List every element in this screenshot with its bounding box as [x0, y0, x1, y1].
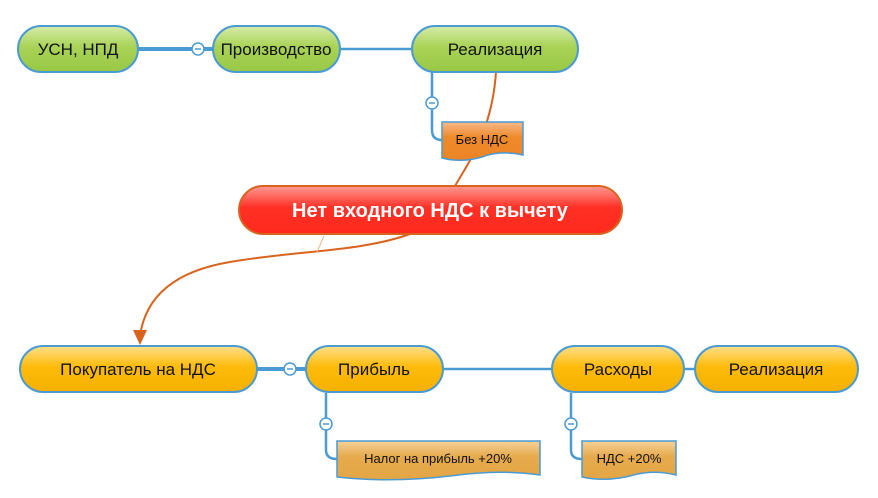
topic-label: Прибыль — [338, 360, 410, 379]
note-vat-20[interactable]: НДС +20% — [581, 440, 677, 480]
topic-profit[interactable]: Прибыль — [305, 345, 444, 393]
topic-label: Расходы — [584, 360, 652, 379]
topic-label: Реализация — [729, 360, 824, 379]
topic-costs[interactable]: Расходы — [551, 345, 685, 393]
central-label: Нет входного НДС к вычету — [292, 200, 569, 222]
note-profit-tax[interactable]: Налог на прибыль +20% — [336, 440, 541, 481]
collapse-button[interactable] — [564, 417, 578, 431]
note-label: Без НДС — [456, 132, 509, 147]
collapse-button[interactable] — [425, 96, 439, 110]
topic-sales-top[interactable]: Реализация — [411, 25, 579, 73]
topic-label: Реализация — [448, 40, 543, 59]
arrowhead-icon — [133, 330, 147, 345]
connectors — [138, 47, 695, 461]
topic-label: УСН, НПД — [38, 40, 119, 59]
topic-production[interactable]: Производство — [212, 25, 341, 73]
topic-sales-bottom[interactable]: Реализация — [694, 345, 859, 393]
central-topic[interactable]: Нет входного НДС к вычету — [238, 185, 623, 235]
collapse-button[interactable] — [319, 417, 333, 431]
note-label: НДС +20% — [597, 451, 662, 466]
collapse-button[interactable] — [191, 42, 205, 56]
note-label: Налог на прибыль +20% — [364, 451, 512, 466]
collapse-button[interactable] — [283, 362, 297, 376]
note-no-vat[interactable]: Без НДС — [441, 121, 524, 161]
topic-vat-buyer[interactable]: Покупатель на НДС — [19, 345, 258, 393]
topic-label: Производство — [221, 40, 332, 59]
topic-label: Покупатель на НДС — [60, 360, 216, 379]
topic-usn-npd[interactable]: УСН, НПД — [17, 25, 139, 73]
